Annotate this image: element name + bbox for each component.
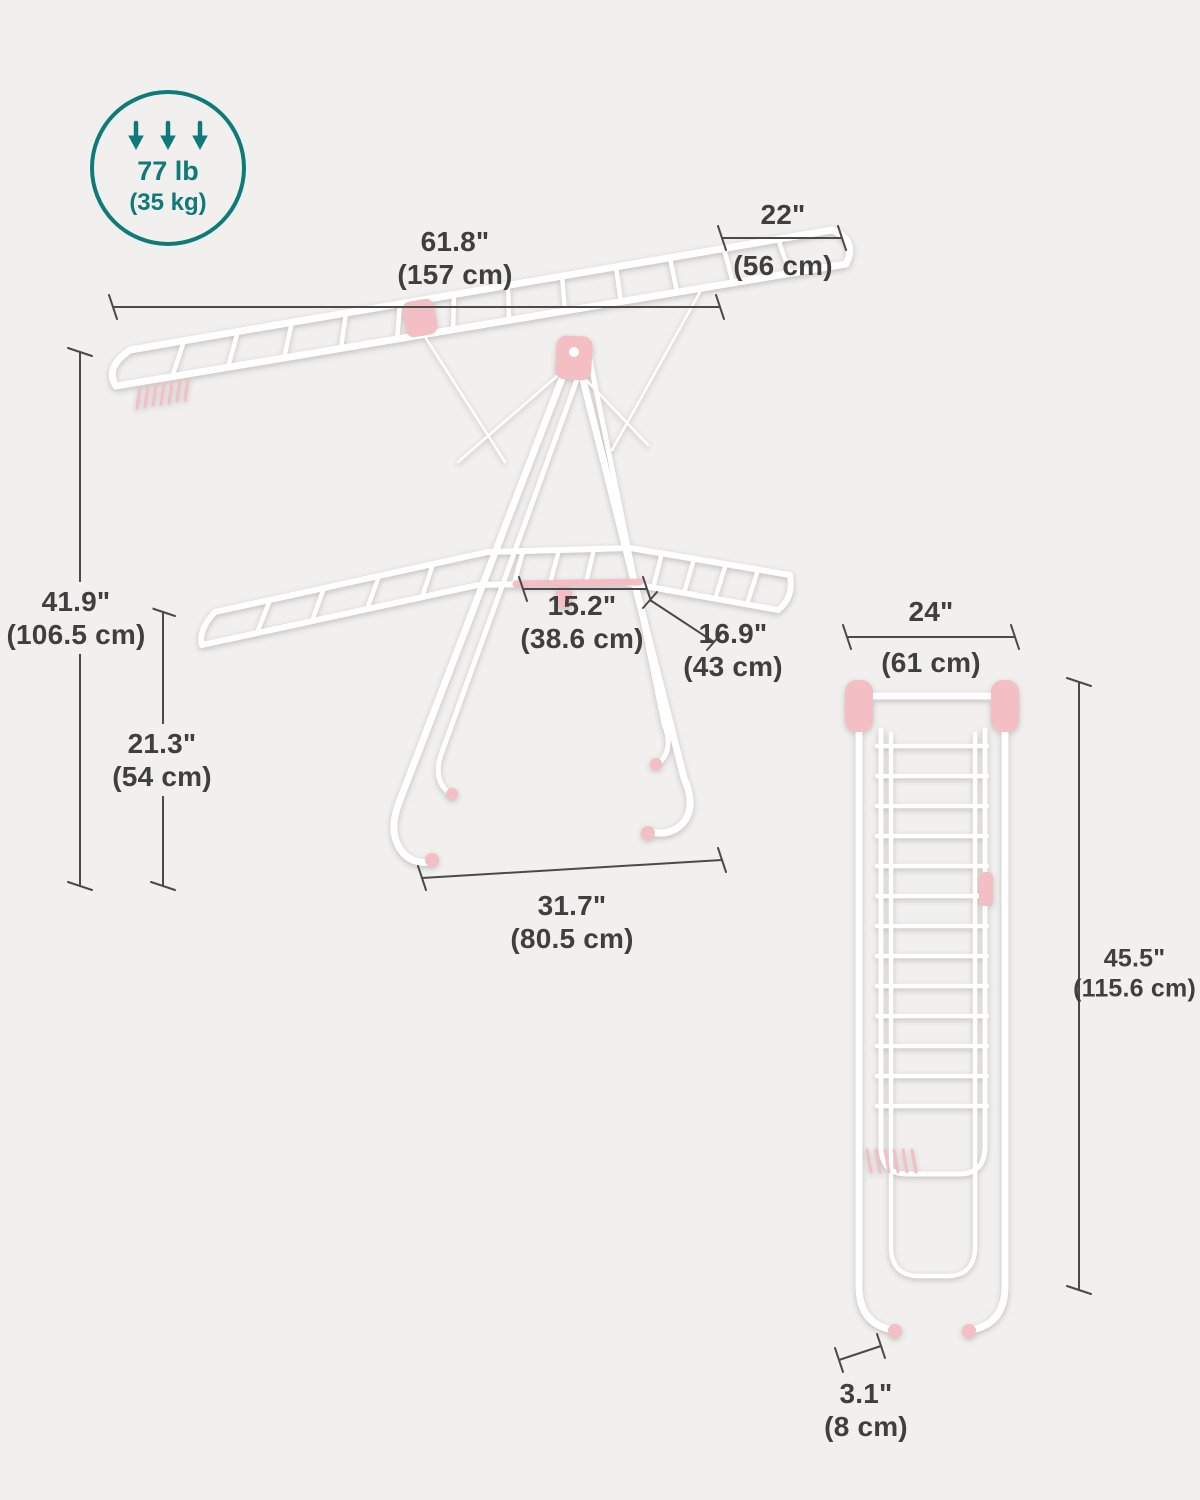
dim-label-open-wing-width: 22" (56 cm) [733, 198, 832, 282]
deck-back-rail [126, 226, 836, 354]
folded-width-cm: (61 cm) [881, 647, 981, 678]
folded-height-inches: 45.5" [1103, 944, 1166, 973]
three-down-arrows-icon [128, 120, 208, 150]
open-wing-width-inches: 22" [760, 198, 806, 230]
deck-rungs [169, 236, 793, 380]
front-left-leg [390, 364, 570, 866]
folded-hinge-cap-left [845, 680, 873, 732]
dim-label-open-top-width: 61.8" (157 cm) [397, 225, 512, 291]
open-lower-height-cm: (54 cm) [112, 761, 212, 792]
dim-line-folded-depth [834, 1333, 886, 1373]
apex-hinge [555, 335, 593, 381]
rear-foot-cap [650, 758, 662, 770]
lower-wing-inches: 16.9" [698, 617, 768, 649]
base-width-inches: 31.7" [537, 889, 607, 921]
wing-hinge [402, 298, 438, 338]
support-wires [420, 290, 702, 464]
dim-label-open-lower-height: 21.3" (54 cm) [105, 723, 219, 797]
middle-shelf [198, 545, 794, 648]
folded-inner-frame-2 [888, 731, 978, 1279]
weight-capacity-badge: 77 lb (35 kg) [90, 90, 246, 246]
folded-foot-cap [888, 1324, 902, 1338]
dim-line-lower-wing [642, 591, 722, 651]
folded-right-rail [967, 724, 1009, 1334]
dim-line-base-width [417, 847, 727, 891]
folded-width-inches: 24" [908, 595, 954, 627]
dim-line-open-top-width [108, 294, 725, 320]
capacity-kilograms: (35 kg) [129, 188, 207, 216]
open-total-height-inches: 41.9" [41, 585, 111, 617]
dim-label-open-total-height: 41.9" (106.5 cm) [0, 581, 153, 655]
lower-wing-cm: (43 cm) [683, 651, 783, 682]
deck-front-rail [112, 260, 850, 390]
dim-label-lower-wing: 16.9" (43 cm) [683, 617, 782, 683]
folded-left-rail [855, 724, 897, 1334]
deck-end-caps [108, 226, 854, 390]
open-rack-illustration [108, 226, 854, 867]
middle-shelf-rungs [254, 546, 761, 636]
open-wing-width-cm: (56 cm) [733, 250, 833, 281]
folded-clip [979, 872, 993, 906]
rear-legs [435, 357, 671, 795]
dim-label-base-width: 31.7" (80.5 cm) [510, 889, 633, 955]
open-top-width-cm: (157 cm) [397, 259, 513, 290]
folded-rack-illustration [845, 680, 1019, 1338]
folded-comb [865, 1148, 918, 1174]
dim-label-folded-depth: 3.1" (8 cm) [824, 1377, 908, 1443]
rear-foot-cap [446, 788, 458, 800]
folded-hinge-cap-right [991, 680, 1019, 732]
folded-rungs [874, 743, 990, 1109]
front-right-leg [576, 364, 694, 837]
dim-line-open-wing-width [717, 225, 847, 251]
middle-shelf-inches: 15.2" [547, 589, 617, 621]
middle-shelf-pink-rail [512, 578, 644, 588]
dim-label-folded-width: 24" (61 cm) [881, 595, 980, 679]
middle-shelf-cm: (38.6 cm) [520, 623, 644, 654]
front-foot-cap [641, 826, 655, 840]
open-total-height-cm: (106.5 cm) [6, 619, 146, 650]
capacity-pounds: 77 lb [137, 155, 199, 186]
base-width-cm: (80.5 cm) [510, 923, 634, 954]
folded-depth-inches: 3.1" [839, 1377, 893, 1409]
folded-height-cm: (115.6 cm) [1073, 974, 1196, 1002]
dim-label-middle-shelf: 15.2" (38.6 cm) [520, 589, 643, 655]
open-lower-height-inches: 21.3" [127, 727, 197, 759]
folded-foot-cap [962, 1324, 976, 1338]
dim-line-middle-shelf [518, 576, 652, 602]
front-foot-cap [425, 853, 439, 867]
apex-hinge-pin [569, 347, 579, 357]
open-top-width-inches: 61.8" [420, 225, 490, 257]
folded-depth-cm: (8 cm) [824, 1411, 908, 1442]
deck-comb [135, 378, 190, 410]
folded-inner-frame-1 [878, 727, 988, 1177]
middle-shelf-clip [556, 588, 572, 608]
dim-label-folded-height: 45.5" (115.6 cm) [1073, 945, 1196, 1004]
dimension-lines [67, 225, 1092, 1373]
dim-line-folded-width [842, 624, 1020, 650]
dim-line-folded-height [1066, 677, 1092, 1295]
middle-shelf-end-caps [198, 572, 794, 648]
top-deck [108, 226, 854, 410]
